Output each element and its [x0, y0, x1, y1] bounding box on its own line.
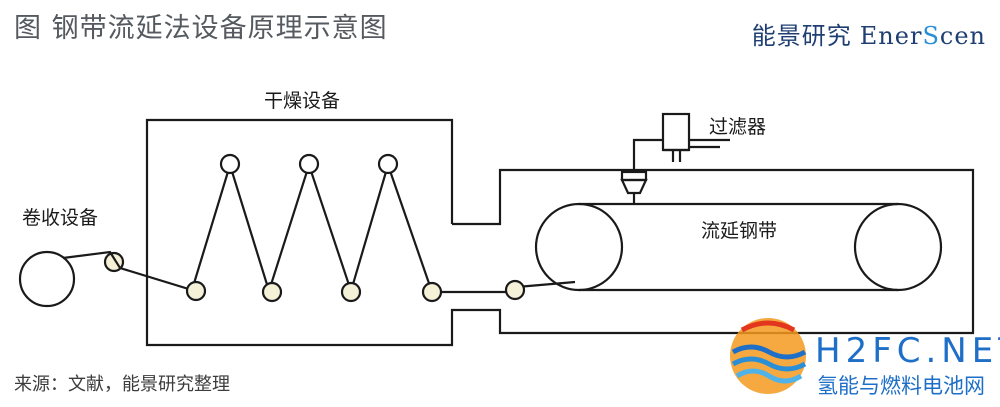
dryer-roller-top-3: [377, 153, 399, 175]
label-winder: 卷收设备: [22, 207, 98, 229]
guide-roller-belt: [504, 279, 526, 301]
dryer-enclosure: [145, 118, 975, 347]
casting-head: [620, 170, 648, 182]
brand-name-en: EnerScen: [859, 22, 986, 50]
dryer-roller-top-2: [298, 153, 320, 175]
dryer-roller-bottom-4: [421, 281, 443, 303]
watermark-sun-icon: [730, 318, 806, 394]
label-dryer: 干燥设备: [264, 90, 340, 112]
dryer-roller-bottom-2: [261, 281, 283, 303]
label-filter: 过滤器: [709, 116, 766, 138]
belt-drum-right: [853, 202, 943, 292]
winder-roll: [18, 250, 76, 308]
watermark-tagline: 氢能与燃料电池网: [817, 374, 985, 398]
dryer-roller-bottom-1: [185, 280, 207, 302]
web-path: [62, 161, 576, 295]
casting-nozzle: [620, 178, 648, 195]
brand-name-cn: 能景研究: [751, 22, 852, 50]
dryer-roller-top-1: [219, 153, 241, 175]
label-belt: 流延钢带: [701, 220, 777, 242]
filter-body: [661, 112, 691, 152]
watermark-domain: H2FC.NET: [815, 331, 1000, 371]
source-note: 来源：文献，能景研究整理: [14, 374, 230, 395]
belt-drum-left: [534, 202, 624, 292]
watermark-logo: H2FC.NET 氢能与燃料电池网: [730, 318, 1000, 398]
dryer-roller-bottom-3: [340, 281, 362, 303]
page-title: 图 钢带流延法设备原理示意图: [14, 13, 388, 44]
filter-feed-pipe: [632, 138, 663, 172]
